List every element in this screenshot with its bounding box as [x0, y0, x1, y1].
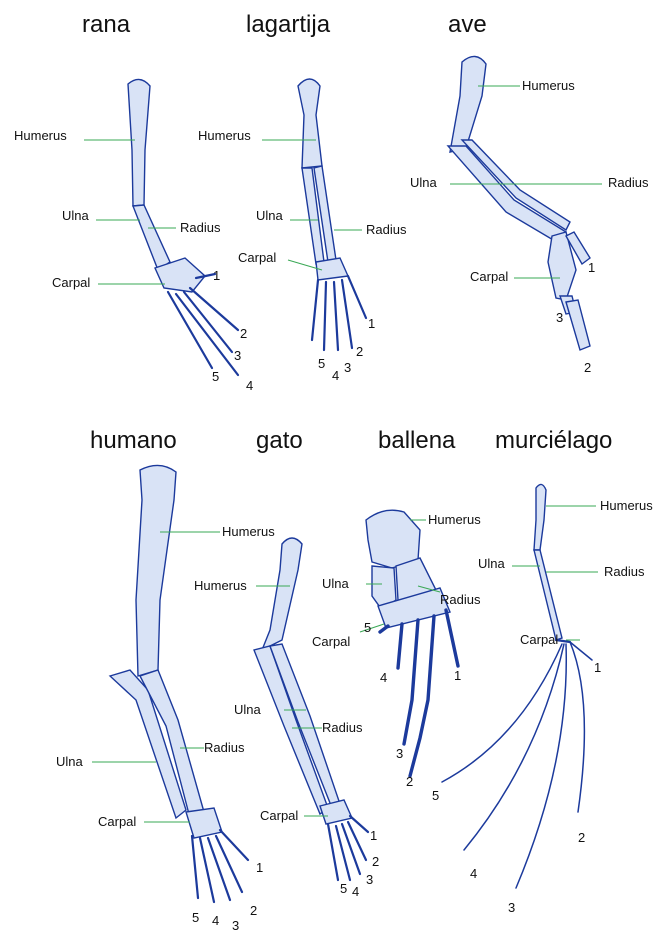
whale-digits — [380, 610, 458, 776]
frog-digit-3: 3 — [234, 348, 241, 363]
cat-label-humerus: Humerus — [194, 578, 247, 593]
whale-label-humerus: Humerus — [428, 512, 481, 527]
bird-humerus — [450, 56, 486, 152]
human-label-ulna: Ulna — [56, 754, 84, 769]
title-frog: rana — [82, 11, 131, 38]
human-digit-1: 1 — [256, 860, 263, 875]
bat-label-humerus: Humerus — [600, 498, 653, 513]
human-label-carpal: Carpal — [98, 814, 136, 829]
title-lizard: lagartija — [246, 11, 331, 38]
human-carpals — [186, 808, 222, 838]
frog-label-ulna: Ulna — [62, 208, 90, 223]
lizard-digit-4: 4 — [332, 368, 339, 383]
frog-radioulna — [133, 205, 170, 270]
lizard-label-carpal: Carpal — [238, 250, 276, 265]
bird-label-ulna: Ulna — [410, 175, 438, 190]
cat-label-radius: Radius — [322, 720, 363, 735]
bird-label-radius: Radius — [608, 175, 649, 190]
cat-digits — [328, 816, 368, 880]
bird-digit-2-bone — [566, 300, 590, 350]
lizard-label-ulna: Ulna — [256, 208, 284, 223]
whale-label-ulna: Ulna — [322, 576, 350, 591]
whale-digit-1: 1 — [454, 668, 461, 683]
lizard-label-humerus: Humerus — [198, 128, 251, 143]
cat-limb: Humerus Ulna Radius Carpal 1 2 3 4 5 — [194, 538, 379, 899]
whale-label-radius: Radius — [440, 592, 481, 607]
cat-digit-2: 2 — [372, 854, 379, 869]
frog-digit-2: 2 — [240, 326, 247, 341]
human-label-radius: Radius — [204, 740, 245, 755]
bird-digit-3: 3 — [556, 310, 563, 325]
title-bird: ave — [448, 11, 487, 38]
frog-digit-4: 4 — [246, 378, 253, 393]
lizard-digits — [312, 276, 366, 350]
bat-digit-2: 2 — [578, 830, 585, 845]
lizard-label-radius: Radius — [366, 222, 407, 237]
lizard-carpals — [316, 258, 348, 280]
bird-digit-2: 2 — [584, 360, 591, 375]
frog-label-humerus: Humerus — [14, 128, 67, 143]
bird-label-carpal: Carpal — [470, 269, 508, 284]
bat-humerus — [534, 484, 546, 550]
bird-limb: Humerus Ulna Radius Carpal 1 3 2 — [410, 56, 649, 375]
whale-limb: Humerus Ulna Radius Carpal 5 4 1 3 2 — [312, 510, 481, 789]
cat-digit-1: 1 — [370, 828, 377, 843]
lizard-digit-1: 1 — [368, 316, 375, 331]
title-bat: murciélago — [495, 427, 612, 454]
human-digit-4: 4 — [212, 913, 219, 928]
bat-digit-5: 5 — [432, 788, 439, 803]
bat-digits — [442, 642, 592, 888]
whale-digit-4: 4 — [380, 670, 387, 685]
title-cat: gato — [256, 427, 303, 454]
bird-ulna — [448, 146, 566, 244]
frog-humerus — [128, 79, 150, 206]
bird-label-humerus: Humerus — [522, 78, 575, 93]
frog-label-carpal: Carpal — [52, 275, 90, 290]
lizard-limb: Humerus Ulna Radius Carpal 1 2 3 4 5 — [198, 79, 407, 383]
bat-digit-3: 3 — [508, 900, 515, 915]
cat-label-carpal: Carpal — [260, 808, 298, 823]
cat-digit-3: 3 — [366, 872, 373, 887]
bat-digit-4: 4 — [470, 866, 477, 881]
whale-label-carpal: Carpal — [312, 634, 350, 649]
bat-digit-1: 1 — [594, 660, 601, 675]
bat-label-radius: Radius — [604, 564, 645, 579]
cat-humerus — [262, 538, 302, 650]
whale-digit-3: 3 — [396, 746, 403, 761]
frog-digit-5: 5 — [212, 369, 219, 384]
human-digit-3: 3 — [232, 918, 239, 933]
bat-limb: Humerus Ulna Radius Carpal 1 2 3 4 5 — [432, 484, 653, 915]
human-limb: Humerus Radius Ulna Carpal 1 2 3 4 5 — [56, 465, 275, 933]
frog-label-radius: Radius — [180, 220, 221, 235]
human-digit-5: 5 — [192, 910, 199, 925]
title-whale: ballena — [378, 427, 456, 454]
bat-label-carpal: Carpal — [520, 632, 558, 647]
bird-digit-1: 1 — [588, 260, 595, 275]
lizard-digit-3: 3 — [344, 360, 351, 375]
title-human: humano — [90, 427, 177, 454]
cat-label-ulna: Ulna — [234, 702, 262, 717]
human-digits — [192, 830, 248, 902]
whale-humerus — [366, 510, 420, 568]
frog-limb: Humerus Ulna Radius Carpal 1 2 3 4 5 — [14, 79, 253, 393]
human-digit-2: 2 — [250, 903, 257, 918]
lizard-digit-5: 5 — [318, 356, 325, 371]
lizard-humerus — [298, 79, 322, 168]
human-humerus — [136, 465, 176, 676]
bat-label-ulna: Ulna — [478, 556, 506, 571]
frog-digit-1: 1 — [213, 268, 220, 283]
cat-digit-4: 4 — [352, 884, 359, 899]
lizard-digit-2: 2 — [356, 344, 363, 359]
cat-digit-5: 5 — [340, 881, 347, 896]
bat-radioulna — [534, 550, 562, 640]
whale-digit-2: 2 — [406, 774, 413, 789]
whale-digit-5: 5 — [364, 620, 371, 635]
human-label-humerus: Humerus — [222, 524, 275, 539]
